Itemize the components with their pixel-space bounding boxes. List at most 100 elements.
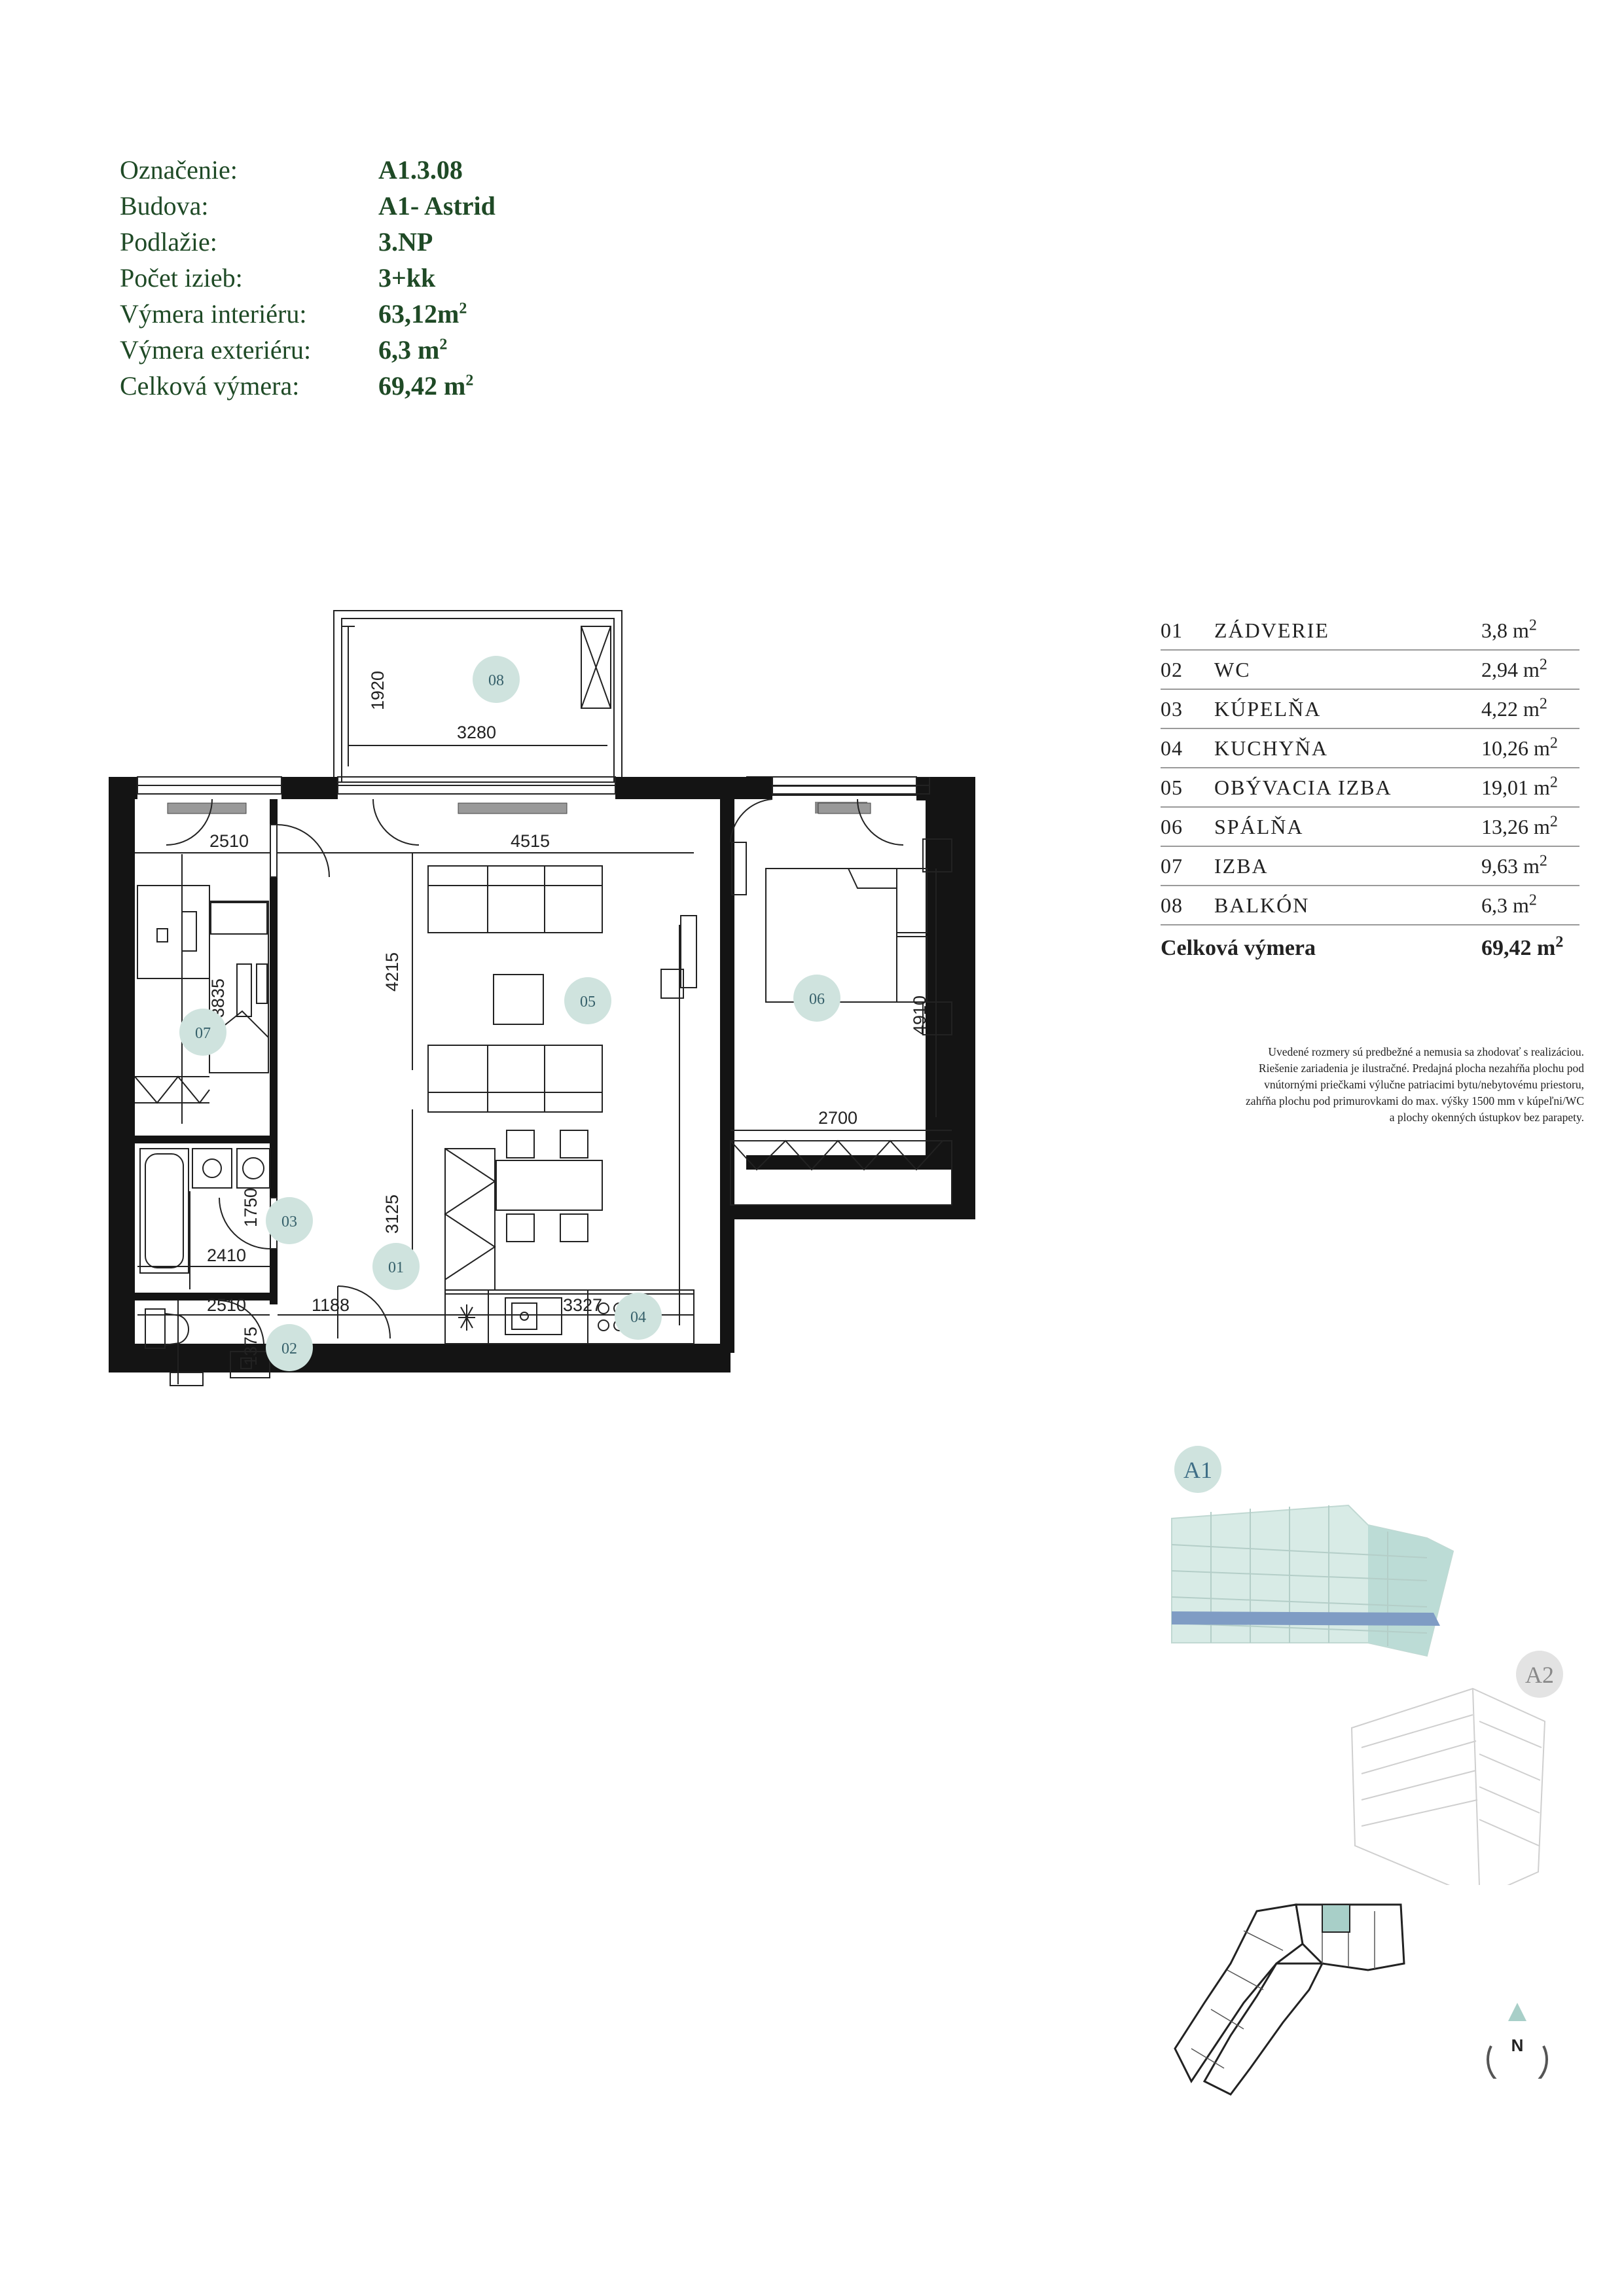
dim-4910: 4910 [910,996,929,1035]
room-row: 03 KÚPELŇA 4,22 m2 [1161,690,1579,729]
room-number: 02 [1161,657,1183,681]
bedroom-window [772,777,930,795]
room-number: 01 [1161,618,1183,642]
note-line: Uvedené rozmery sú predbežné a nemusia s… [1268,1045,1584,1058]
room-number: 07 [1161,853,1183,878]
info-value: 6,3 m2 [378,335,448,365]
svg-text:02: 02 [281,1340,297,1357]
dim-4215: 4215 [382,952,402,992]
dim-1375: 1375 [241,1327,261,1366]
room-number: 04 [1161,736,1183,760]
living-room-furniture [427,865,697,1344]
room-row: 08 BALKÓN 6,3 m2 [1161,886,1579,925]
compass-icon: N [1487,2003,1548,2079]
doors [166,798,420,1344]
room-number: 05 [1161,775,1183,799]
radiators [167,802,568,814]
info-label: Výmera interiéru: [120,299,307,329]
room-badge-04: 04 [615,1293,662,1340]
room-02-wc [137,1300,270,1386]
info-value: A1.3.08 [378,155,463,185]
info-label: Podlažie: [120,227,217,257]
room-row: 02 WC 2,94 m2 [1161,651,1579,690]
site-highlighted-unit [1322,1904,1350,1933]
dim-4515: 4515 [511,831,550,851]
info-row-designation: Označenie: A1.3.08 [120,152,496,188]
room-area: 9,63 m2 [1481,852,1547,878]
bedroom-walls [720,777,975,1219]
room-03-bathroom [137,1148,270,1289]
svg-text:06: 06 [809,991,825,1008]
dim-2510: 2510 [207,1295,246,1315]
living-dims [278,852,694,1316]
disclaimer-note: Uvedené rozmery sú predbežné a nemusia s… [1113,1044,1584,1126]
room-name: WC [1214,657,1251,681]
room-07-bed [134,901,269,1104]
room-name: SPÁLŇA [1214,814,1304,838]
info-label: Označenie: [120,155,238,185]
bedroom-radiator [818,802,871,814]
info-row-floor: Podlažie: 3.NP [120,224,496,260]
info-value: 63,12m2 [378,299,467,329]
room-badge-08: 08 [473,656,520,703]
info-row-exterior-area: Výmera exteriéru: 6,3 m2 [120,332,496,368]
note-line: zahŕňa plochu pod primurovkami do max. v… [1246,1094,1584,1107]
room-area: 10,26 m2 [1481,734,1558,760]
room-badge-02: 02 [266,1324,313,1371]
room-row: 01 ZÁDVERIE 3,8 m2 [1161,611,1579,651]
note-line: Riešenie zariadenia je ilustračné. Preda… [1258,1062,1584,1075]
room-07-dim [135,852,270,1124]
room-name: KUCHYŇA [1214,736,1328,760]
north-label: N [1511,2036,1524,2055]
info-label: Budova: [120,191,209,221]
info-value: 3.NP [378,227,433,257]
windows [137,776,616,795]
room-badge-07: 07 [179,1009,226,1056]
info-label: Počet izieb: [120,263,243,293]
room-badge-05: 05 [564,977,611,1024]
site-plan [1174,1903,1405,2096]
info-value: 3+kk [378,263,436,293]
info-value: 69,42 m2 [378,371,474,401]
svg-text:A1: A1 [1183,1457,1212,1483]
info-label: Celková výmera: [120,371,300,401]
building-a1-badge: A1 [1174,1446,1221,1493]
svg-text:03: 03 [281,1213,297,1230]
room-row: 06 SPÁLŇA 13,26 m2 [1161,808,1579,847]
dim-2510: 2510 [209,831,249,851]
room-name: ZÁDVERIE [1214,618,1329,642]
svg-text:01: 01 [388,1259,404,1276]
info-row-building: Budova: A1- Astrid [120,188,496,224]
total-area-row: Celková výmera 69,42 m2 [1161,925,1579,971]
svg-text:A2: A2 [1525,1662,1554,1688]
dim-2700: 2700 [818,1108,857,1128]
room-area: 3,8 m2 [1481,616,1537,642]
room-name: OBÝVACIA IZBA [1214,775,1392,799]
note-line: vnútornými priečkami výlučne patriacimi … [1264,1078,1584,1091]
svg-text:08: 08 [488,672,504,689]
total-area-value: 69,42 m2 [1481,933,1564,960]
building-illustration: A1 A2 [1171,1446,1563,1885]
dim-1750: 1750 [241,1188,261,1227]
room-row: 04 KUCHYŇA 10,26 m2 [1161,729,1579,768]
room-name: IZBA [1214,853,1269,878]
room-number: 08 [1161,893,1183,917]
info-label: Výmera exteriéru: [120,335,312,365]
dim-1188: 1188 [312,1295,350,1315]
room-badge-01: 01 [372,1243,420,1290]
dim-3327: 3327 [563,1295,602,1315]
room-area: 13,26 m2 [1481,812,1558,838]
total-area-label: Celková výmera [1161,936,1316,960]
dim-3125: 3125 [382,1194,402,1234]
building-a1-drawing [1171,1504,1454,1657]
floor-plan-rooms: 2510 4515 3835 4215 1750 2410 3125 2510 … [134,831,697,1386]
unit-info: Označenie: A1.3.08 Budova: A1- Astrid Po… [120,152,496,404]
dim-3280: 3280 [457,723,496,742]
balcony [333,610,623,783]
room-area: 19,01 m2 [1481,773,1558,799]
room-row: 07 IZBA 9,63 m2 [1161,847,1579,886]
room-row: 05 OBÝVACIA IZBA 19,01 m2 [1161,768,1579,808]
svg-text:07: 07 [195,1025,211,1042]
room-name: BALKÓN [1214,893,1310,917]
info-row-total-area: Celková výmera: 69,42 m2 [120,368,496,404]
